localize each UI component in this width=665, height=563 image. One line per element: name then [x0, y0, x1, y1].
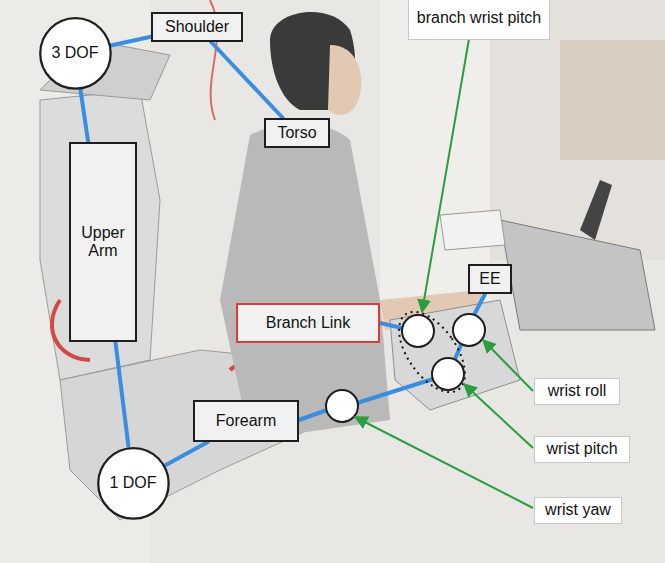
callout-arrow: [483, 340, 533, 391]
callout-label: wrist roll: [534, 378, 620, 405]
part-box: Shoulder: [151, 12, 243, 42]
node-label: wrist yaw: [541, 501, 615, 519]
box: [560, 40, 665, 160]
circle-shape: [40, 18, 110, 88]
robot-wrist: [390, 300, 520, 410]
joint-circle: 1 DOF: [96, 446, 171, 521]
link-line: [115, 342, 128, 446]
node-label: Branch Link: [262, 314, 355, 332]
joint-circle: 3 DOF: [38, 16, 113, 91]
joint-circle: [453, 314, 485, 346]
node-label: Upper Arm: [71, 224, 135, 261]
end-effector: [500, 220, 655, 330]
callout-arrow: [464, 384, 533, 448]
circle-shape: [98, 448, 168, 518]
callout-arrow: [355, 417, 533, 508]
link-line: [474, 294, 485, 315]
node-label: Shoulder: [161, 18, 233, 36]
part-box: Upper Arm: [69, 142, 137, 342]
node-label: Torso: [273, 124, 320, 142]
callout-label: wrist yaw: [534, 497, 622, 524]
shirt: [220, 124, 390, 440]
face: [328, 45, 361, 115]
node-label: 3 DOF: [47, 44, 102, 62]
part-box: Torso: [264, 118, 330, 148]
link-line: [80, 90, 88, 142]
joint-circle: [432, 358, 464, 390]
node-label: wrist roll: [544, 382, 611, 400]
joint-circle: [402, 315, 434, 347]
callout-arrow: [422, 33, 470, 312]
joint-circle: [326, 390, 358, 422]
link-line: [112, 37, 151, 45]
part-box: Forearm: [193, 400, 299, 442]
link-line: [357, 379, 433, 403]
node-label: wrist pitch: [542, 440, 621, 458]
callout-label: branch wrist pitch: [408, 0, 550, 40]
link-line: [211, 42, 283, 118]
link-line: [166, 442, 208, 465]
link-line: [380, 323, 402, 328]
highlighted-box: Branch Link: [236, 303, 380, 343]
controller: [440, 210, 505, 250]
handle: [580, 180, 612, 240]
link-line: [299, 410, 327, 420]
panel: [380, 0, 490, 300]
node-label: EE: [475, 270, 504, 288]
part-box: EE: [468, 264, 512, 294]
robot-upper-arm: [40, 90, 160, 380]
node-label: Forearm: [212, 412, 280, 430]
callout-label: wrist pitch: [534, 436, 630, 463]
node-label: 1 DOF: [105, 474, 160, 492]
node-label: branch wrist pitch: [413, 9, 546, 27]
link-line: [455, 345, 461, 359]
